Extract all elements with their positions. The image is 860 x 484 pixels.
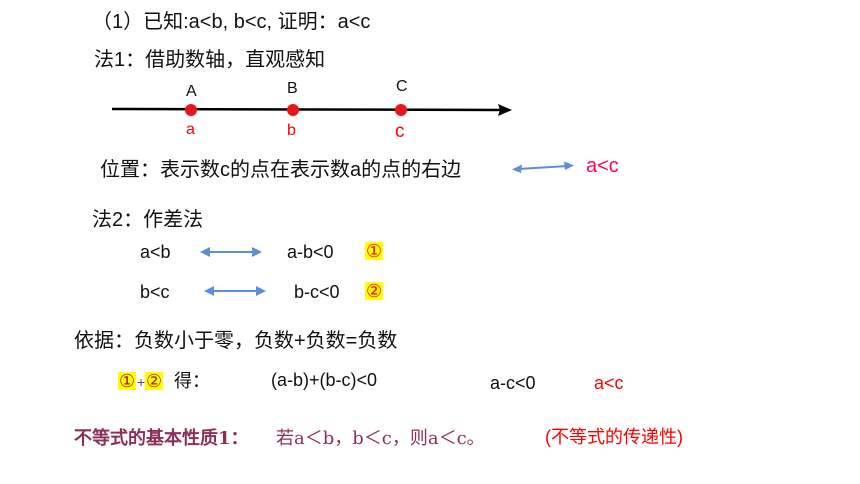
double-arrow-icon <box>512 161 574 173</box>
derive-result-1: a-c<0 <box>490 373 536 393</box>
property-label: 不等式的基本性质1： <box>74 428 249 449</box>
row2-right: b-c<0 <box>294 282 340 302</box>
number-line-arrowhead <box>498 104 512 116</box>
derive-marker-1: ① <box>118 371 137 391</box>
double-arrow-icon <box>204 286 266 296</box>
point-a-dot <box>185 104 197 116</box>
point-c-value: c <box>395 121 405 142</box>
marker-2-badge: ② <box>365 281 384 301</box>
row1-left: a<b <box>140 242 171 262</box>
row2-left: b<c <box>140 282 170 302</box>
point-b-value: b <box>287 122 296 139</box>
position-text: 位置：表示数c的点在表示数a的点的右边 <box>100 159 462 181</box>
derive-marker-2: ② <box>145 371 164 391</box>
problem-title: （1）已知:a<b, b<c, 证明：a<c <box>92 11 371 33</box>
method1-conclusion: a<c <box>586 155 619 177</box>
derive-result-2: a<c <box>594 373 624 393</box>
method1-heading: 法1：借助数轴，直观感知 <box>94 49 326 71</box>
method2-heading: 法2：作差法 <box>92 209 204 231</box>
basis-text: 依据：负数小于零，负数+负数=负数 <box>74 330 398 352</box>
point-c-dot <box>395 104 407 116</box>
derive-label: 得： <box>174 371 210 391</box>
number-line <box>111 107 507 112</box>
marker-1-badge: ① <box>365 241 384 261</box>
point-a-value: a <box>186 121 195 138</box>
point-c-label: C <box>396 78 408 95</box>
row1-right: a-b<0 <box>287 242 334 262</box>
derive-plus: + <box>137 374 146 390</box>
property-note: (不等式的传递性) <box>545 427 683 447</box>
point-b-label: B <box>287 80 298 97</box>
property-body: 若a＜b，b＜c，则a＜c。 <box>276 428 485 449</box>
point-a-label: A <box>186 83 197 100</box>
point-b-dot <box>287 104 299 116</box>
double-arrow-icon <box>200 247 262 257</box>
derive-expression: (a-b)+(b-c)<0 <box>271 370 378 390</box>
